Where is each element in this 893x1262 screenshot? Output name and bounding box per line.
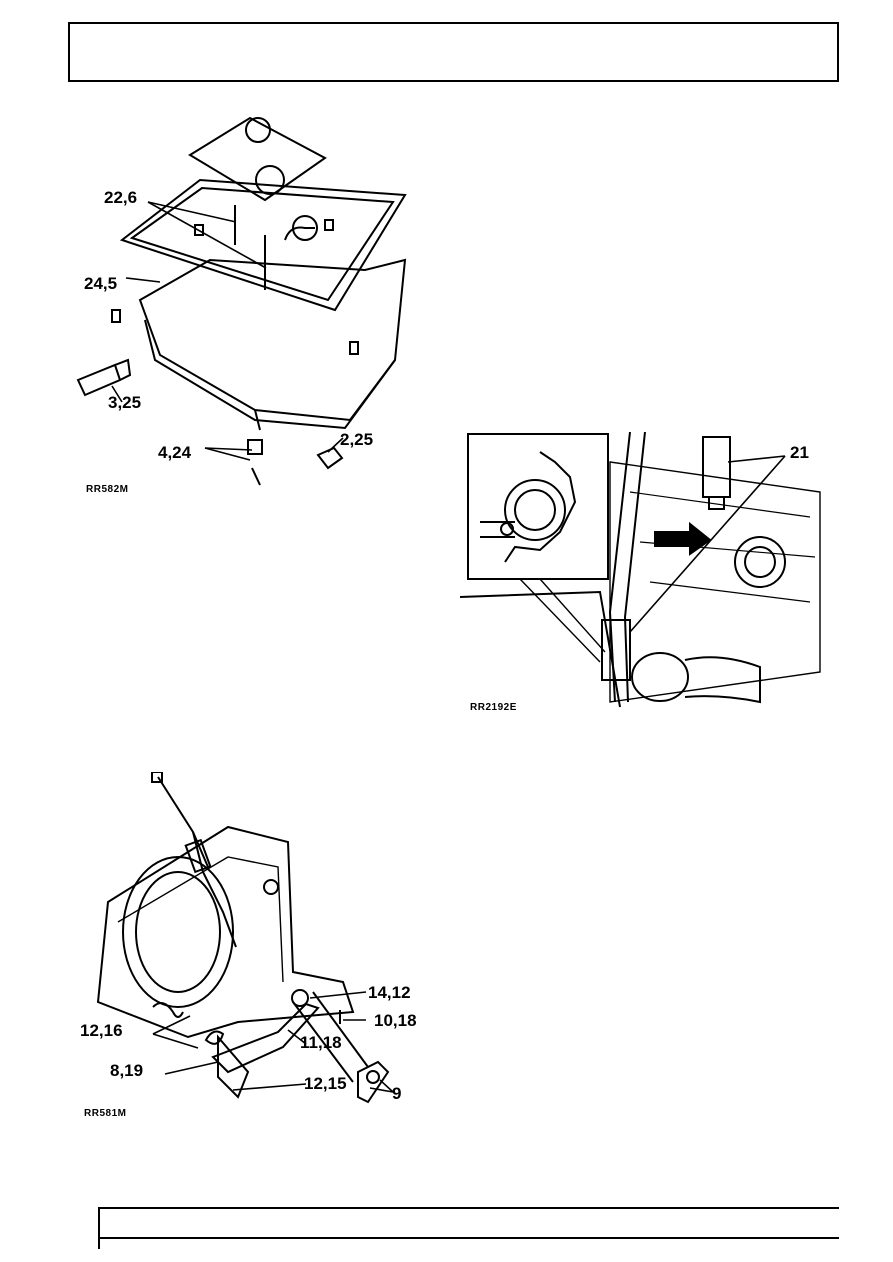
callout-24-5: 24,5 [84,274,118,293]
callout-21: 21 [790,443,809,462]
page-footer-tick [98,1207,100,1249]
callout-11-18: 11,18 [300,1033,342,1052]
figure-valve-body: 21 RR2192E [460,432,830,713]
linkage-drawing [96,772,394,1104]
valve-body-drawing [460,432,821,708]
figure-ref-rr2192e: RR2192E [470,702,517,713]
callout-14-12: 14,12 [368,983,411,1002]
callout-10-18: 10,18 [374,1011,417,1030]
page-header-box [68,22,839,82]
figure-selector-linkage: 14,12 10,18 12,16 11,18 8,19 12,15 9 RR5… [78,772,428,1119]
figure-ref-rr581m: RR581M [84,1108,127,1119]
page-footer-box [98,1207,839,1239]
callout-12-15: 12,15 [304,1074,347,1093]
callout-8-19: 8,19 [110,1061,144,1080]
sump-drawing [76,116,407,486]
callout-12-16: 12,16 [80,1021,123,1040]
callout-3-25: 3,25 [108,393,142,412]
callout-22-6: 22,6 [104,188,138,207]
callout-2-25: 2,25 [340,430,374,449]
figure-ref-rr582m: RR582M [86,484,129,495]
figure-sump-exploded: 22,6 24,5 3,25 4,24 2,25 RR582M [60,110,420,500]
callout-9: 9 [392,1084,402,1103]
callout-4-24: 4,24 [158,443,192,462]
